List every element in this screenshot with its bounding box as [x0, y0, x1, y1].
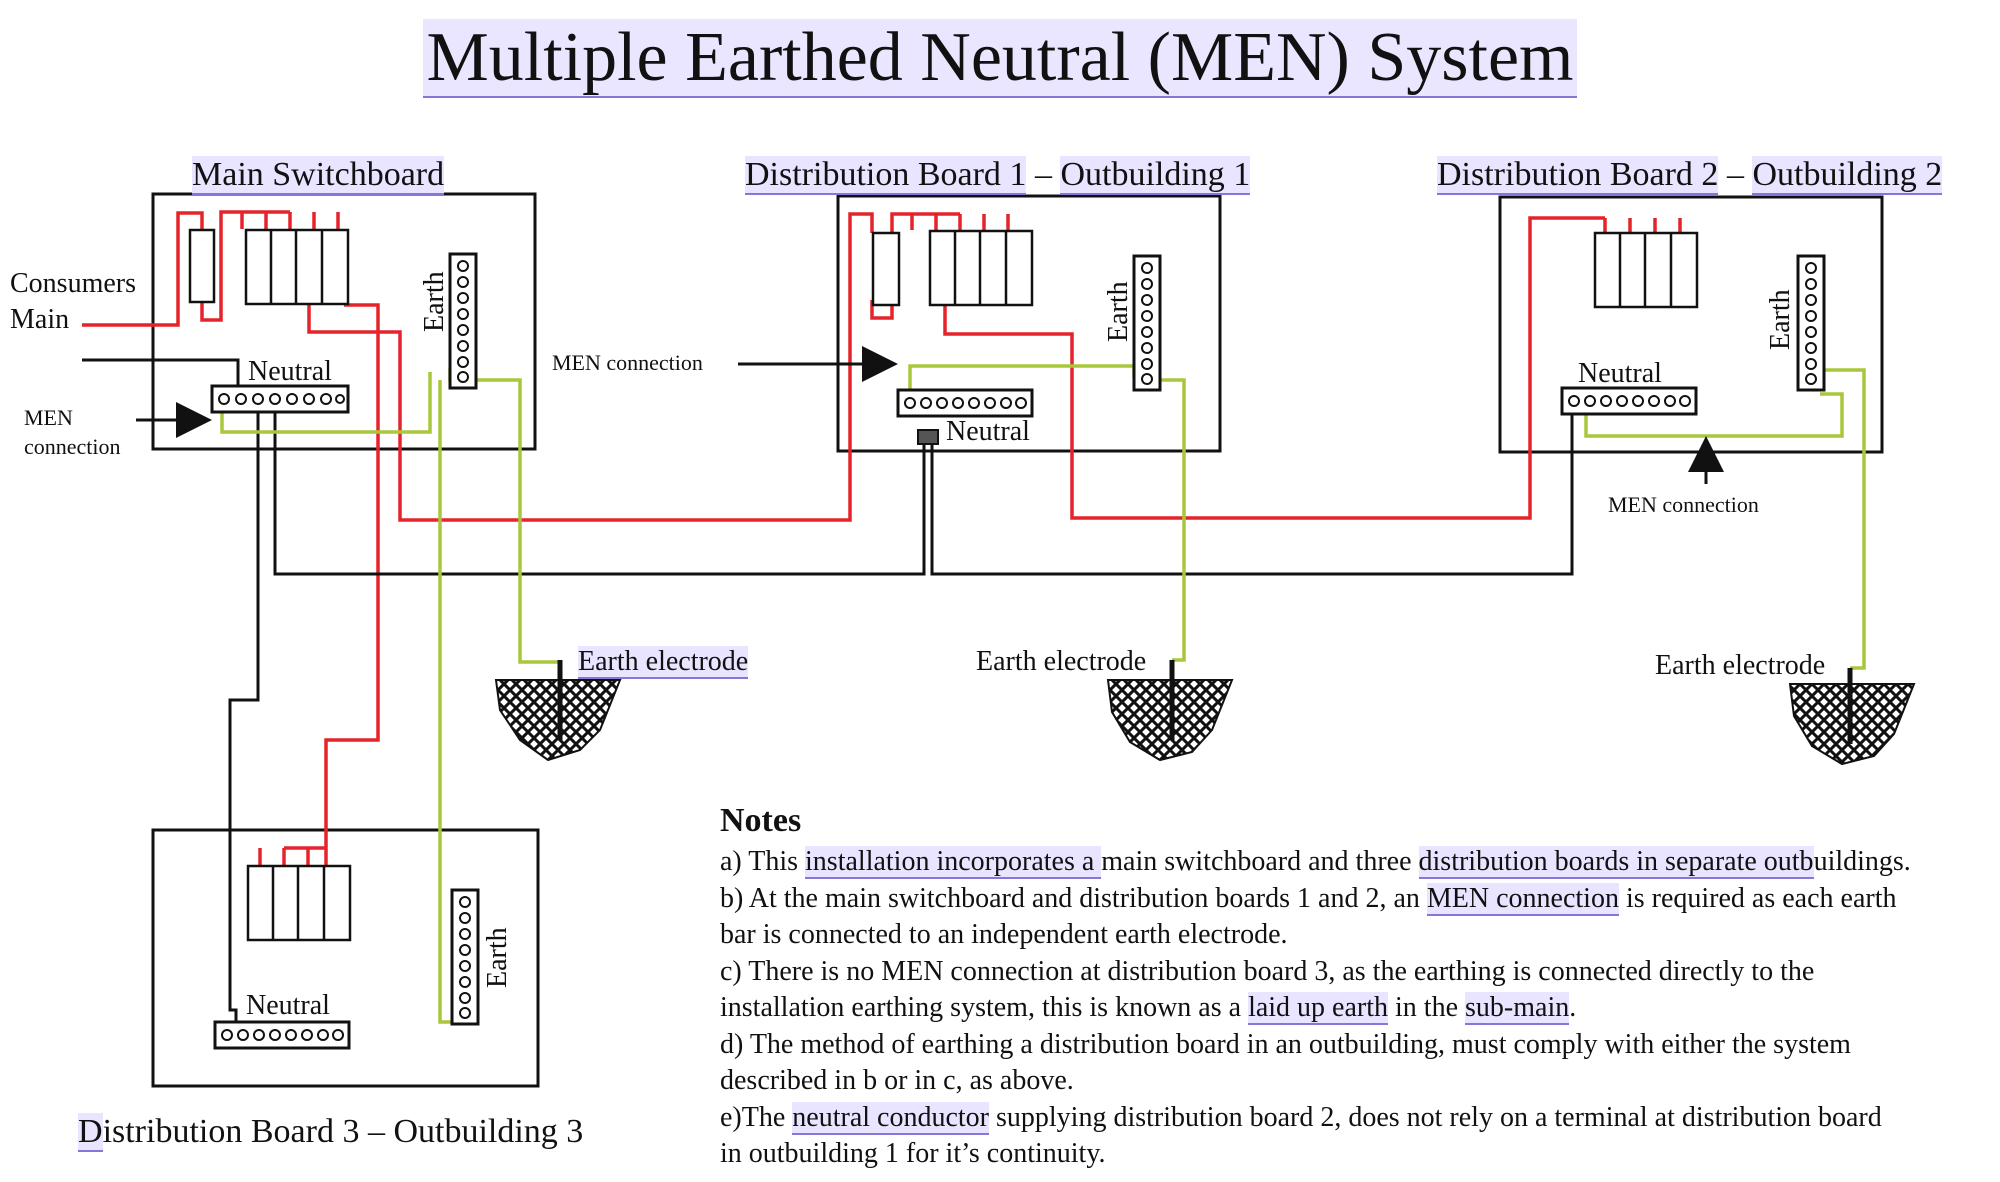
note-e-line1: e)The neutral conductor supplying distri… — [720, 1101, 1882, 1135]
db2-title: Distribution Board 2 – Outbuilding 2 — [1437, 156, 1943, 195]
note-d-line1: d) The method of earthing a distribution… — [720, 1028, 1851, 1060]
men-connection-label-db2: MEN connection — [1608, 492, 1759, 517]
earth-label-db3: Earth — [482, 927, 513, 988]
db1-gear — [871, 229, 1034, 307]
earth-label-main: Earth — [419, 271, 450, 332]
men-connection-label-main-1: MEN — [24, 405, 73, 430]
main-label: Main — [10, 304, 70, 335]
earth-bar-db2 — [1796, 254, 1826, 392]
men-connection-label-db1: MEN connection — [552, 350, 703, 375]
note-d-line2: described in b or in c, as above. — [720, 1065, 1074, 1096]
neutral-label-db3: Neutral — [246, 990, 330, 1021]
neutral-label-main: Neutral — [248, 356, 332, 387]
neutral-conductors — [82, 358, 1574, 1028]
earth-electrode-label-1: Earth electrode — [578, 646, 749, 679]
men-connection-label-main-2: connection — [24, 434, 121, 459]
earth-electrode-label-2: Earth electrode — [976, 646, 1147, 677]
note-c-line1: c) There is no MEN connection at distrib… — [720, 955, 1815, 987]
note-a: a) This installation incorporates a main… — [720, 846, 1911, 879]
db2-gear — [1593, 231, 1699, 309]
db1-switch — [871, 231, 901, 307]
earth-conductors — [220, 364, 1866, 1024]
active-conductors — [82, 210, 1682, 866]
db3-gear — [246, 864, 352, 942]
db1-title: Distribution Board 1 – Outbuilding 1 — [745, 156, 1251, 195]
neutral-label-db1: Neutral — [946, 416, 1030, 447]
page-title: Multiple Earthed Neutral (MEN) System — [0, 18, 2000, 98]
note-b-line1: b) At the main switchboard and distribut… — [720, 882, 1897, 916]
notes-section: Notes a) This installation incorporates … — [720, 800, 2000, 1173]
earth-bar-db1 — [1132, 254, 1162, 392]
earth-label-db2: Earth — [1765, 289, 1796, 350]
neutral-label-db2: Neutral — [1578, 358, 1662, 389]
db1-neutral-link — [917, 429, 939, 445]
neutral-bar-db2 — [1560, 386, 1698, 416]
earth-electrode-2 — [1106, 660, 1234, 762]
consumers-label: Consumers — [10, 268, 136, 299]
db1-frame — [836, 194, 1222, 453]
earth-label-db1: Earth — [1103, 281, 1134, 342]
earth-electrode-label-3: Earth electrode — [1655, 650, 1826, 681]
men-arrows — [136, 346, 1724, 484]
db3-title: Distribution Board 3 – Outbuilding 3 — [78, 1113, 584, 1152]
main-switch — [188, 228, 216, 304]
db3-frame — [151, 828, 540, 1088]
neutral-bar-db3 — [213, 1020, 351, 1050]
earth-electrode-1 — [494, 660, 622, 762]
earth-bar-db3 — [450, 888, 480, 1026]
neutral-bar-main — [210, 384, 350, 414]
note-e-line2: in outbuilding 1 for it’s continuity. — [720, 1138, 1106, 1169]
note-c-line2: installation earthing system, this is kn… — [720, 992, 1577, 1025]
main-switchboard-title: Main Switchboard — [192, 156, 445, 195]
neutral-bar-db1 — [896, 388, 1034, 445]
note-b-line2: bar is connected to an independent earth… — [720, 919, 1288, 950]
main-switchboard-gear — [188, 228, 350, 306]
notes-heading: Notes — [720, 802, 802, 839]
earth-bar-main — [448, 252, 478, 390]
earth-electrode-3 — [1788, 668, 1916, 766]
